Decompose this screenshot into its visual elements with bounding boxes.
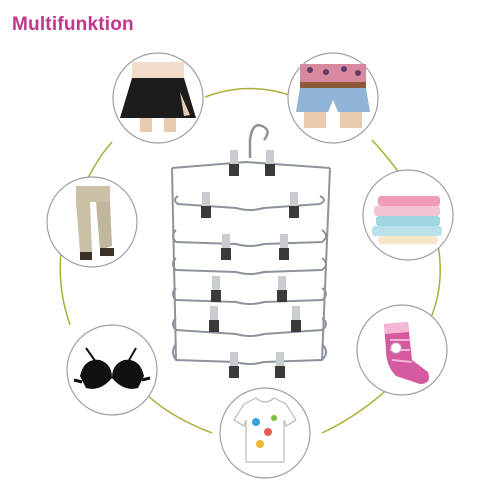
hanger-tier-3 <box>172 229 327 247</box>
item-frame <box>66 324 158 416</box>
hanger-tier-2 <box>174 195 325 211</box>
clip <box>209 306 219 332</box>
sock-icon <box>384 322 429 384</box>
clip <box>229 150 239 176</box>
hanger-rail-right <box>321 167 331 361</box>
item-frame <box>46 176 138 268</box>
hanger-tier-7 <box>172 343 327 365</box>
item-skirt <box>112 52 204 144</box>
clip <box>291 306 301 332</box>
ring-arc-top <box>204 87 296 98</box>
clip <box>265 150 275 176</box>
item-towels <box>362 169 454 261</box>
skirt-icon <box>120 62 196 132</box>
hanger-clips <box>201 150 301 378</box>
tshirt-icon <box>233 397 297 463</box>
hanger-tier-5 <box>172 287 327 305</box>
ring-arc-lower-right <box>321 384 393 434</box>
multi-tier-hanger <box>171 124 331 365</box>
clip <box>277 276 287 302</box>
clip <box>229 352 239 378</box>
ring-arc-lower-left <box>139 387 213 434</box>
towel-stack-icon <box>372 196 442 244</box>
item-bra <box>66 324 158 416</box>
clip <box>211 276 221 302</box>
hanger-tier-6 <box>172 317 327 337</box>
clip <box>279 234 289 260</box>
clip <box>289 192 299 218</box>
clip <box>201 192 211 218</box>
hanger-rail-left <box>171 167 177 361</box>
hanger-tier-4 <box>172 257 327 275</box>
hanger-hook <box>248 124 269 158</box>
item-socks <box>356 304 448 396</box>
clip <box>275 352 285 378</box>
ring-arc-right <box>429 244 441 321</box>
bra-icon <box>73 347 151 389</box>
trousers-icon <box>76 186 114 260</box>
page-title: Multifunktion <box>12 14 134 35</box>
item-trousers <box>46 176 138 268</box>
hanger-tier-1 <box>171 160 331 169</box>
item-jeans-shorts <box>287 52 379 144</box>
ring-arc-upper-left <box>87 141 113 179</box>
shorts-icon <box>296 64 370 128</box>
item-tshirt <box>219 387 311 479</box>
clip <box>221 234 231 260</box>
